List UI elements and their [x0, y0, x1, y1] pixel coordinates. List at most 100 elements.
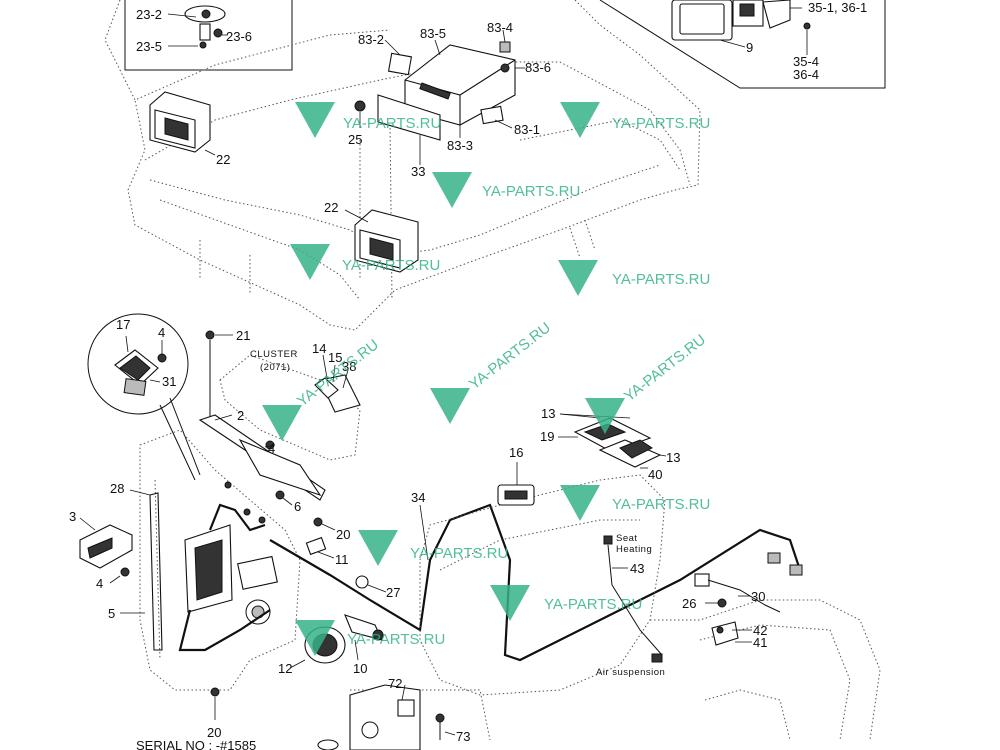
svg-text:YA-PARTS.RU: YA-PARTS.RU [342, 257, 440, 274]
watermark-9: YA-PARTS.RU [295, 620, 445, 656]
watermark-8: YA-PARTS.RU [490, 585, 642, 621]
label-22-lower: 22 [324, 200, 338, 215]
part-9-assembly [671, 0, 811, 55]
speaker-lower [344, 209, 419, 273]
label-40: 40 [648, 467, 662, 482]
label-19: 19 [540, 429, 554, 444]
label-22-upper: 22 [216, 152, 230, 167]
label-23-5: 23-5 [136, 39, 162, 54]
svg-text:YA-PARTS.RU: YA-PARTS.RU [612, 115, 710, 132]
label-83-5: 83-5 [420, 26, 446, 41]
label-9: 9 [746, 40, 753, 55]
watermark-6: YA-PARTS.RU [358, 530, 508, 566]
label-20-upper: 20 [336, 527, 350, 542]
label-73: 73 [456, 729, 470, 744]
side-console [139, 429, 301, 691]
label-28: 28 [110, 481, 124, 496]
cluster-label: CLUSTER [250, 349, 298, 360]
svg-text:YA-PARTS.RU: YA-PARTS.RU [410, 545, 508, 562]
label-14: 14 [312, 341, 326, 356]
label-12: 12 [278, 661, 292, 676]
speaker-upper [149, 91, 216, 156]
svg-text:YA-PARTS.RU: YA-PARTS.RU [343, 115, 441, 132]
watermark-1: YA-PARTS.RU [295, 102, 441, 138]
label-3: 3 [69, 509, 76, 524]
svg-text:YA-PARTS.RU: YA-PARTS.RU [544, 596, 642, 613]
label-4-detail: 4 [158, 325, 165, 340]
label-26: 26 [682, 596, 696, 611]
watermark-2: YA-PARTS.RU [560, 102, 710, 138]
small-parts-cluster [210, 517, 387, 720]
label-23-2: 23-2 [136, 7, 162, 22]
serial-number: SERIAL NO : -#1585 [136, 738, 256, 750]
label-20-lower: 20 [207, 725, 221, 740]
label-41: 41 [753, 635, 767, 650]
label-83-6: 83-6 [525, 60, 551, 75]
label-16: 16 [509, 445, 523, 460]
bracket-2 [198, 330, 326, 506]
label-83-2: 83-2 [358, 32, 384, 47]
detail-circle-17 [87, 313, 201, 481]
harness-34 [269, 503, 802, 662]
watermark-10: YA-PARTS.RU [430, 319, 554, 424]
label-25: 25 [348, 132, 362, 147]
label-6: 6 [294, 499, 301, 514]
svg-text:YA-PARTS.RU: YA-PARTS.RU [482, 183, 580, 200]
label-10: 10 [353, 661, 367, 676]
label-31: 31 [162, 374, 176, 389]
svg-text:YA-PARTS.RU: YA-PARTS.RU [612, 496, 710, 513]
svg-text:YA-PARTS.RU: YA-PARTS.RU [621, 331, 709, 405]
switch-panel [558, 413, 667, 469]
watermark-7: YA-PARTS.RU [560, 485, 710, 521]
label-38: 38 [342, 359, 356, 374]
label-11: 11 [335, 552, 349, 567]
inset-box-35 [599, 0, 886, 89]
label-30: 30 [751, 589, 765, 604]
label-83-4: 83-4 [487, 20, 513, 35]
bottom-bracket-72 [317, 684, 456, 750]
cluster-area [219, 354, 361, 461]
label-4-bracket: 4 [268, 441, 275, 456]
label-21: 21 [236, 328, 250, 343]
air-suspension-label: Air suspension [596, 667, 665, 678]
label-15: 15 [328, 350, 342, 365]
label-34: 34 [411, 490, 425, 505]
label-35-1-36-1: 35-1, 36-1 [808, 0, 867, 15]
part-labels: 23-2 23-6 23-5 83-2 83-5 83-4 83-6 83-1 … [69, 0, 867, 744]
part-3-bracket [79, 489, 151, 614]
cluster-code: (2071) [260, 362, 290, 373]
label-43: 43 [630, 561, 644, 576]
label-35-4: 35-4 [793, 54, 819, 69]
label-23-6: 23-6 [226, 29, 252, 44]
label-13-upper: 13 [541, 406, 555, 421]
svg-text:YA-PARTS.RU: YA-PARTS.RU [347, 631, 445, 648]
cab-roof-outline [104, 0, 701, 331]
label-27: 27 [386, 585, 400, 600]
inset-box-23 [124, 0, 293, 71]
label-36-4: 36-4 [793, 67, 819, 82]
label-2: 2 [237, 408, 244, 423]
label-13-lower: 13 [666, 450, 680, 465]
label-42: 42 [753, 623, 767, 638]
watermark-4: YA-PARTS.RU [290, 244, 440, 280]
seat-heating-harness [603, 535, 803, 663]
label-5: 5 [108, 606, 115, 621]
seat-label: Seat [616, 533, 638, 544]
label-83-1: 83-1 [514, 122, 540, 137]
watermark-11: YA-PARTS.RU [585, 331, 709, 434]
annotations: CLUSTER (2071) Seat Heating Air suspensi… [136, 349, 665, 750]
svg-text:YA-PARTS.RU: YA-PARTS.RU [612, 271, 710, 288]
watermark-5: YA-PARTS.RU [558, 260, 710, 296]
label-33: 33 [411, 164, 425, 179]
svg-text:YA-PARTS.RU: YA-PARTS.RU [466, 319, 554, 393]
label-17: 17 [116, 317, 130, 332]
label-4-left: 4 [96, 576, 103, 591]
label-72: 72 [388, 676, 402, 691]
part-16 [497, 462, 535, 506]
radio-unit [354, 29, 525, 165]
heating-label: Heating [616, 544, 652, 555]
label-83-3: 83-3 [447, 138, 473, 153]
watermark-3: YA-PARTS.RU [432, 172, 580, 208]
part-23-assembly [167, 5, 228, 49]
